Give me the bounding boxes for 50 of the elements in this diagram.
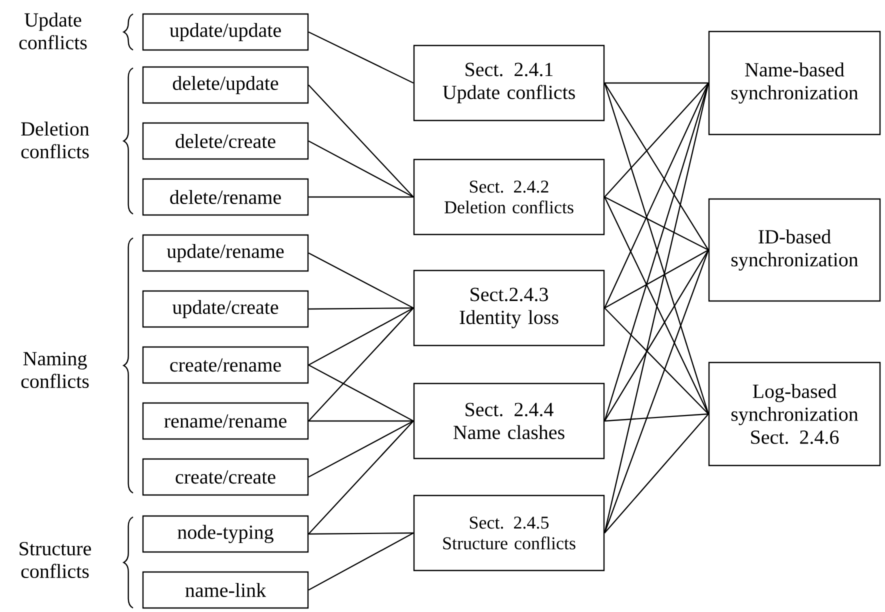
connector-line [604, 82, 709, 198]
connector-line [308, 308, 414, 422]
conflict-type-box: delete/create [142, 122, 309, 160]
connector-line [308, 252, 414, 309]
group-label: Structure conflicts [20, 542, 91, 578]
connector-line [308, 420, 414, 422]
conflict-type-box: delete/update [142, 66, 309, 104]
section-box: Sect.2.4.3 Identity loss [413, 270, 605, 346]
section-box: Sect. 2.4.4 Name clashes [413, 382, 605, 460]
conflict-type-box: delete/rename [142, 178, 309, 216]
conflict-type-box: rename/rename [142, 402, 309, 440]
conflict-type-box: update/rename [142, 234, 309, 272]
conflict-type-box: node-typing [142, 515, 309, 553]
connector-line [308, 532, 414, 535]
conflict-type-box: name-link [142, 571, 309, 609]
section-box: Sect. 2.4.2 Deletion conflicts [413, 158, 605, 236]
connector-line [604, 250, 709, 534]
connector-line [604, 82, 709, 534]
group-label: Update conflicts [19, 12, 87, 50]
conflict-type-box: create/rename [142, 346, 309, 384]
connector-line [308, 307, 414, 310]
connector-line [604, 196, 709, 251]
connector-line [308, 84, 414, 198]
connector-line [308, 140, 414, 198]
connector-line [604, 196, 709, 414]
conflict-type-box: update/update [142, 13, 309, 51]
conflict-type-box: update/create [142, 290, 309, 328]
connector-line [308, 532, 414, 591]
connector-line [308, 307, 414, 366]
connector-line [604, 250, 709, 422]
connector-line [604, 414, 709, 534]
synchronization-box: Log-based synchronization Sect. 2.4.6 [708, 362, 881, 466]
connector-line [308, 196, 414, 198]
section-box: Sect. 2.4.1 Update conflicts [413, 44, 605, 122]
connector-line [604, 249, 709, 309]
connector-line [604, 82, 709, 308]
group-label: Deletion conflicts [21, 122, 90, 158]
connector-line [604, 413, 708, 422]
group-label: Naming conflicts [21, 352, 89, 388]
connector-line [308, 420, 414, 478]
connector-line [308, 420, 414, 534]
synchronization-box: ID-based synchronization [708, 198, 881, 302]
synchronization-box: Name-based synchronization [708, 30, 881, 136]
conflict-type-box: create/create [142, 458, 309, 496]
connector-line [604, 82, 709, 250]
connector-line [308, 364, 414, 422]
connector-line [604, 308, 709, 414]
connector-line [308, 31, 414, 84]
section-box: Sect. 2.4.5 Structure conflicts [413, 494, 605, 572]
connector-line [604, 82, 708, 84]
